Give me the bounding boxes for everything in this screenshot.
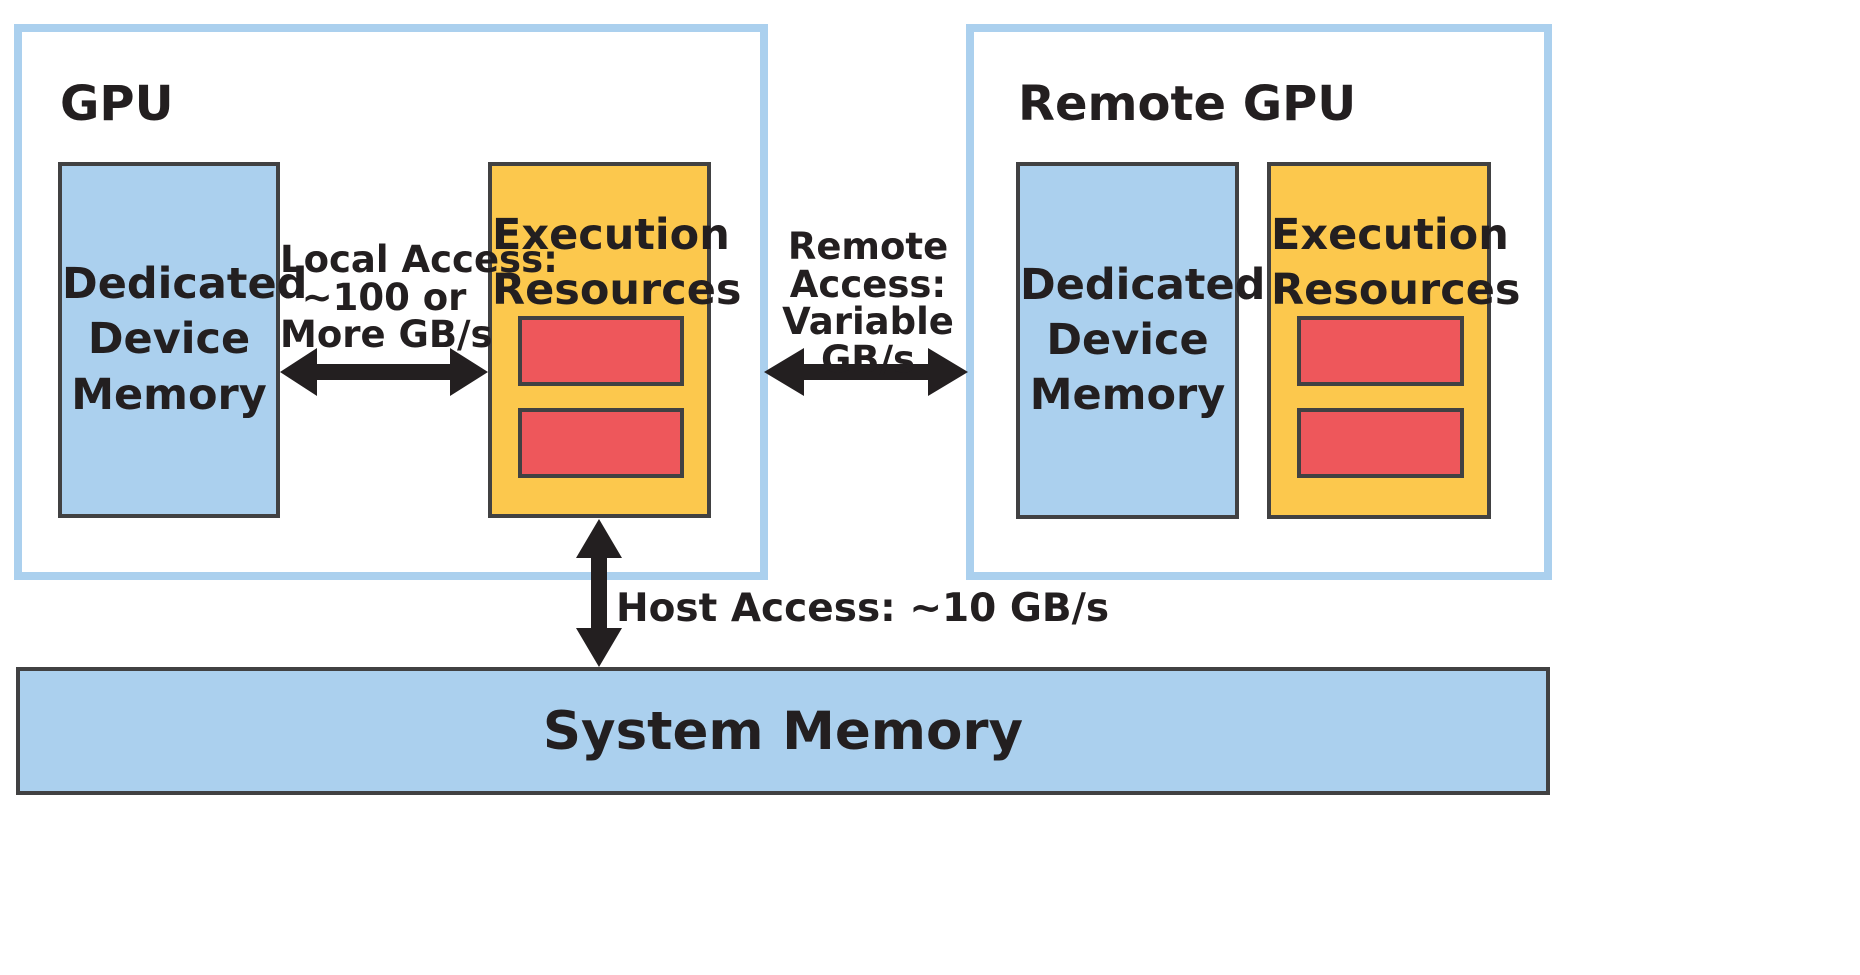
gpu-execution-line-1: Execution (492, 210, 730, 260)
remote-access-line-2: Access: (789, 262, 947, 306)
remote-gpu-execution-unit-1 (1297, 316, 1464, 386)
gpu-memory-line-1: Dedicated (62, 259, 308, 310)
remote-access-arrow (764, 348, 968, 396)
remote-gpu-dedicated-memory-label: Dedicated Device Memory (1020, 258, 1266, 423)
remote-execution-line-1: Execution (1271, 210, 1509, 260)
remote-access-label: Remote Access: Variable GB/s (776, 228, 960, 379)
gpu-dedicated-memory-label: Dedicated Device Memory (62, 257, 308, 422)
remote-access-line-3: Variable (782, 300, 954, 344)
gpu-execution-unit-2 (518, 408, 684, 478)
local-access-label: Local Access: ~100 or More GB/s (280, 238, 558, 357)
remote-memory-line-2: Device (1046, 314, 1209, 365)
remote-access-line-1: Remote (787, 225, 949, 268)
remote-gpu-dedicated-memory: Dedicated Device Memory (1016, 162, 1266, 519)
remote-gpu-execution-unit-2 (1297, 408, 1464, 478)
remote-memory-line-1: Dedicated (1020, 259, 1266, 310)
remote-gpu-execution-label: Execution Resources (1271, 208, 1521, 318)
system-memory: System Memory (16, 667, 1550, 795)
remote-memory-line-3: Memory (1029, 370, 1226, 421)
gpu-title: GPU (60, 76, 174, 132)
remote-gpu-title: Remote GPU (1018, 76, 1357, 132)
gpu-execution-line-2: Resources (492, 265, 742, 316)
gpu-memory-line-3: Memory (71, 369, 267, 420)
gpu-execution-unit-1 (518, 316, 684, 386)
gpu-execution-label: Execution Resources (492, 208, 742, 318)
local-access-line-3: More GB/s (280, 313, 493, 357)
system-memory-label: System Memory (542, 700, 1024, 762)
host-access-arrow (576, 519, 622, 667)
gpu-memory-line-2: Device (87, 314, 251, 365)
host-access-label: Host Access: ~10 GB/s (616, 586, 1110, 631)
local-access-line-2: ~100 or (301, 275, 467, 319)
gpu-dedicated-memory: Dedicated Device Memory (58, 162, 308, 518)
local-access-line-1: Local Access: (280, 238, 558, 281)
remote-access-line-4: GB/s (820, 338, 916, 382)
local-access-arrow (280, 348, 488, 396)
remote-execution-line-2: Resources (1271, 265, 1521, 316)
